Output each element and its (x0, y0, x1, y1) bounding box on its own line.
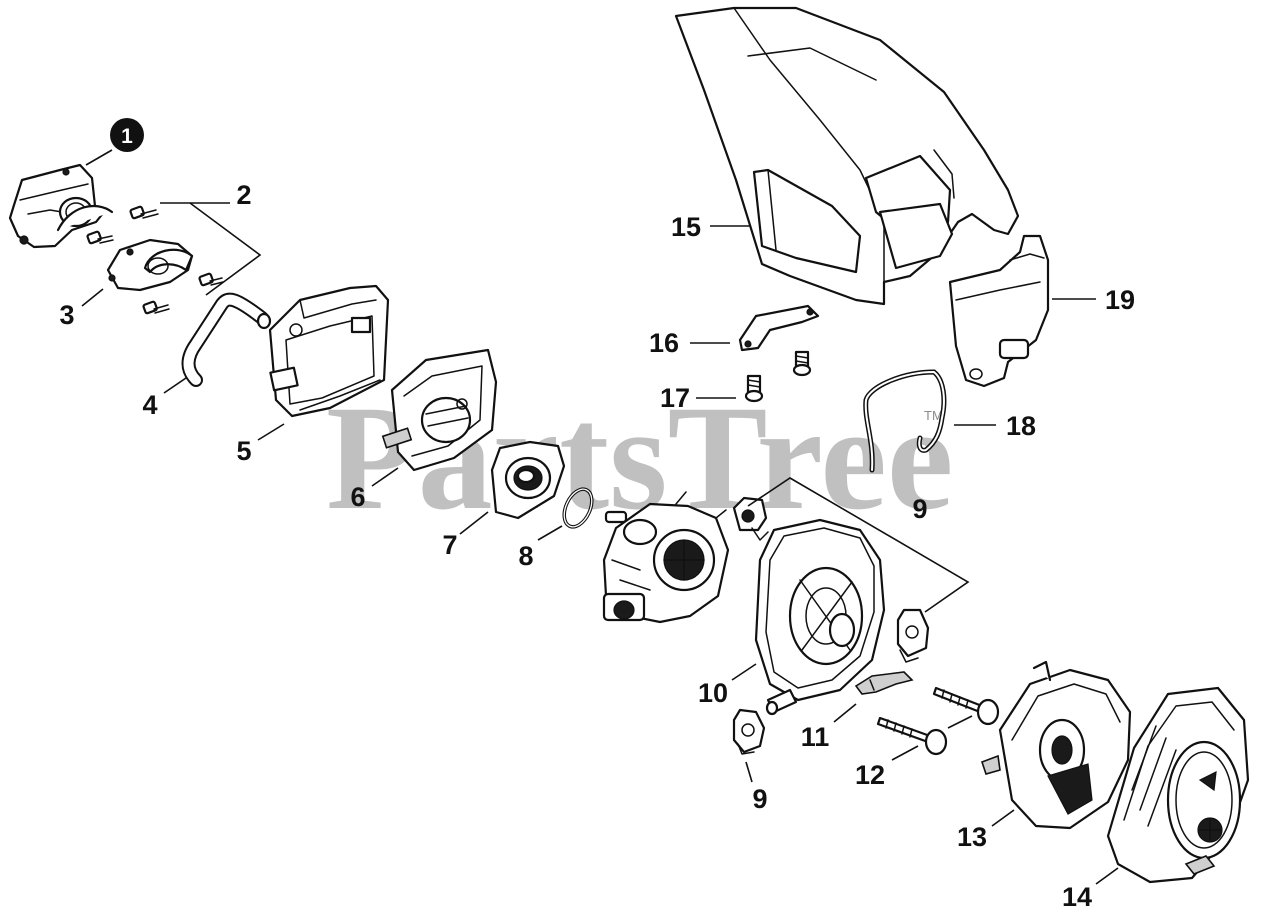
part-8-o-ring (562, 487, 594, 529)
part-1-intake-manifold (8, 163, 114, 249)
part-3-intake-flange (106, 238, 194, 292)
part-7-spacer (490, 440, 566, 520)
screw-icon (744, 374, 764, 403)
part-15-top-cover (674, 6, 1020, 306)
callout-1: 1 (121, 125, 133, 148)
part-4-impulse-hose (181, 292, 272, 387)
callout-9-upper: 9 (912, 494, 927, 524)
part-9-clip-upper (732, 496, 769, 541)
carburetor-assembly (602, 491, 730, 624)
screw-icon (129, 205, 159, 220)
callout-15: 15 (671, 212, 701, 242)
screw-icon (792, 350, 812, 377)
callout-3: 3 (59, 300, 74, 330)
part-13-filter-cover (980, 660, 1132, 830)
callout-9-lower: 9 (752, 784, 767, 814)
part-19-bracket-cover (948, 234, 1050, 388)
callout-2: 2 (236, 180, 251, 210)
callout-8: 8 (518, 541, 533, 571)
callout-11: 11 (801, 722, 830, 752)
callout-18: 18 (1006, 411, 1036, 441)
callout-12: 12 (855, 760, 885, 790)
callout-labels: 1 2 3 4 5 6 7 8 9 10 11 9 12 13 14 15 16… (59, 118, 1135, 912)
part-9-clip-right (896, 608, 930, 663)
part-5-carburetor-housing (268, 284, 390, 418)
part-12-bolt-lower (876, 716, 948, 756)
part-16-plate (738, 304, 820, 352)
part-9-clip-lower (732, 708, 766, 755)
part-18-wire-spring (863, 369, 947, 473)
callout-4: 4 (142, 390, 157, 420)
callout-13: 13 (957, 822, 987, 852)
part-2-screw-set (86, 205, 224, 315)
screw-icon (142, 300, 170, 315)
callout-10: 10 (698, 678, 728, 708)
part-10-air-filter-base (754, 518, 886, 716)
callout-14: 14 (1062, 882, 1092, 912)
screw-icon (86, 230, 114, 245)
screw-icon (198, 272, 224, 287)
callout-7: 7 (442, 530, 457, 560)
callout-6: 6 (350, 482, 365, 512)
callout-16: 16 (649, 328, 679, 358)
part-17-screws (744, 350, 812, 403)
part-12-bolt-upper (932, 686, 1000, 726)
part-14-air-filter (1106, 686, 1250, 884)
leader-lines (81, 149, 1119, 885)
callout-1-badge: 1 (110, 118, 144, 152)
part-11-bracket (854, 671, 914, 695)
callout-5: 5 (236, 436, 251, 466)
watermark-trademark: TM (924, 408, 943, 423)
part-6-gasket-plate (381, 348, 498, 472)
callout-17: 17 (660, 383, 690, 413)
callout-19: 19 (1105, 285, 1135, 315)
